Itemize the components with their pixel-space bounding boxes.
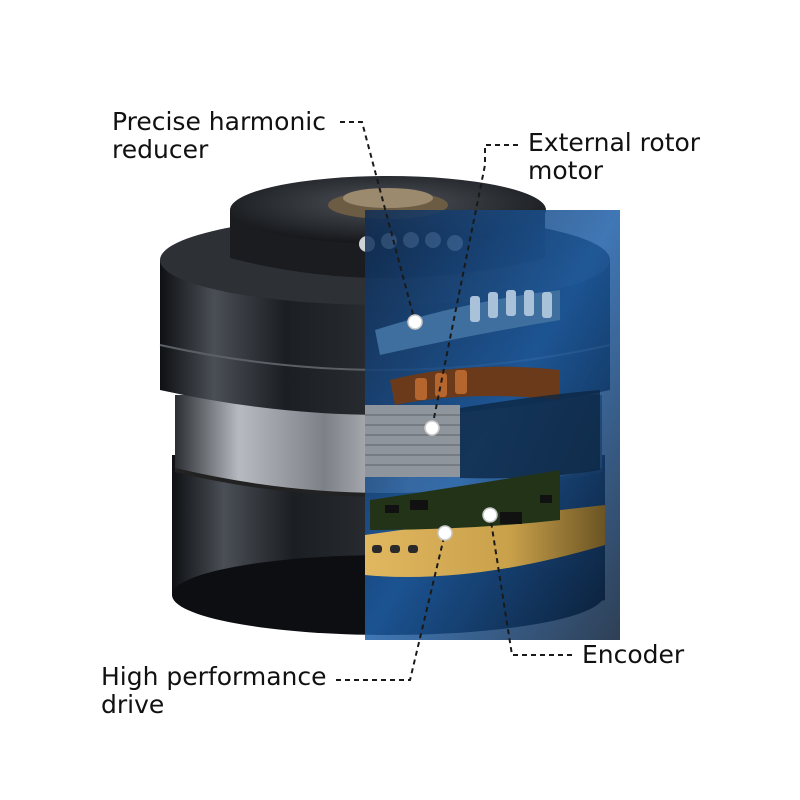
- marker-reducer: [407, 314, 423, 330]
- callout-high-performance-drive: High performance drive: [101, 663, 327, 719]
- leader-drive: [336, 532, 446, 681]
- callout-line: Encoder: [582, 640, 685, 669]
- marker-motor: [424, 420, 440, 436]
- callout-line: motor: [528, 156, 604, 185]
- callout-line: External rotor: [528, 128, 701, 157]
- cutaway-section: [365, 210, 620, 640]
- callout-line: reducer: [112, 135, 209, 164]
- leader-lines: [336, 121, 572, 681]
- marker-drive: [437, 525, 453, 541]
- callout-precise-harmonic-reducer: Precise harmonic reducer: [112, 108, 326, 164]
- callout-line: High performance: [101, 662, 327, 691]
- marker-encoder: [482, 507, 498, 523]
- callout-line: drive: [101, 690, 165, 719]
- leader-reducer: [340, 121, 416, 323]
- callout-line: Precise harmonic: [112, 107, 326, 136]
- callout-encoder: Encoder: [582, 641, 684, 669]
- callout-external-rotor-motor: External rotor motor: [528, 129, 700, 185]
- marker-dots: [407, 314, 498, 541]
- leader-encoder: [489, 514, 572, 656]
